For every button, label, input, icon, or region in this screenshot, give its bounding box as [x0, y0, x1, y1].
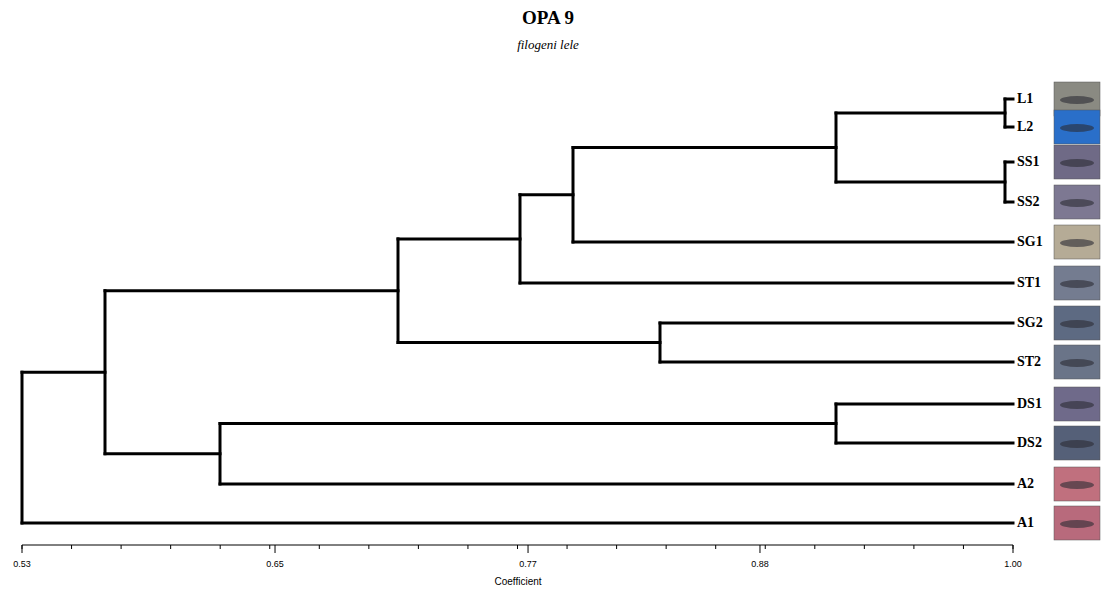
tree-branch — [22, 371, 105, 374]
axis-tick — [567, 545, 568, 549]
tree-branch — [1005, 126, 1013, 129]
fish-shape — [1060, 239, 1094, 247]
axis-tick — [759, 545, 760, 553]
axis-tick — [1013, 545, 1014, 553]
fish-shape — [1060, 401, 1094, 409]
taxon-label: SS2 — [1017, 195, 1040, 209]
axis-tick — [275, 545, 276, 553]
taxon-label: ST2 — [1017, 355, 1041, 369]
specimen-photo — [1054, 110, 1100, 144]
axis-tick — [319, 545, 320, 549]
axis-tick — [528, 545, 529, 553]
axis-tick — [22, 545, 23, 553]
taxon-label: L2 — [1017, 120, 1033, 134]
specimen-photo — [1054, 225, 1100, 259]
tree-branch — [220, 422, 836, 425]
axis-tick — [418, 545, 419, 549]
fish-shape — [1060, 481, 1094, 489]
tree-branch — [573, 241, 1013, 244]
axis-tick — [616, 545, 617, 549]
axis-tick — [170, 545, 171, 549]
taxon-label: SS1 — [1017, 155, 1040, 169]
tree-branch — [398, 237, 520, 240]
taxon-label: A2 — [1017, 477, 1034, 491]
specimen-photo — [1054, 185, 1100, 219]
specimen-photo — [1054, 387, 1100, 421]
tree-branch — [836, 442, 1013, 445]
axis-tick — [666, 545, 667, 549]
fish-shape — [1060, 320, 1094, 328]
tree-branch — [520, 193, 573, 196]
fish-shape — [1060, 520, 1094, 528]
tree-branch — [1005, 161, 1013, 164]
tree-branch — [105, 289, 398, 292]
axis-tick — [963, 545, 964, 549]
specimen-photo — [1054, 145, 1100, 179]
taxon-label: DS1 — [1017, 397, 1042, 411]
tree-branch — [573, 146, 836, 149]
tick-label: 1.00 — [1004, 560, 1022, 569]
taxon-label: SG2 — [1017, 316, 1043, 330]
axis-tick — [864, 545, 865, 549]
tree-branch — [105, 452, 220, 455]
tree-branch — [220, 483, 1013, 486]
fish-shape — [1060, 159, 1094, 167]
fish-shape — [1060, 124, 1094, 132]
fish-shape — [1060, 359, 1094, 367]
axis-title: Coefficient — [494, 577, 541, 587]
axis-tick — [517, 545, 518, 549]
tree-branch — [1005, 201, 1013, 204]
tree-branch — [22, 522, 1013, 525]
axis-tick — [71, 545, 72, 549]
taxon-label: A1 — [1017, 516, 1034, 530]
tree-branch — [836, 181, 1005, 184]
subtitle: filogeni lele — [517, 38, 579, 51]
specimen-photo — [1054, 506, 1100, 540]
fish-shape — [1060, 199, 1094, 207]
specimen-photo — [1054, 306, 1100, 340]
axis-tick — [121, 545, 122, 549]
axis-tick — [913, 545, 914, 549]
fish-shape — [1060, 280, 1094, 288]
tick-label: 0.77 — [519, 560, 537, 569]
tree-branch — [21, 372, 24, 523]
axis-tick — [467, 545, 468, 549]
axis-tick — [765, 545, 766, 549]
taxon-label: DS2 — [1017, 436, 1042, 450]
taxon-label: L1 — [1017, 92, 1033, 106]
tick-label: 0.53 — [13, 560, 31, 569]
specimen-photo — [1054, 266, 1100, 300]
chart-title: OPA 9 — [522, 8, 574, 27]
tree-branch — [836, 112, 1005, 115]
taxon-label: ST1 — [1017, 276, 1041, 290]
tick-label: 0.88 — [751, 560, 769, 569]
fish-shape — [1060, 440, 1094, 448]
axis-tick — [715, 545, 716, 549]
tick-label: 0.65 — [266, 560, 284, 569]
axis-tick — [368, 545, 369, 549]
tree-branch — [520, 282, 1013, 285]
axis-tick — [220, 545, 221, 549]
tree-branch — [836, 403, 1013, 406]
tree-branch — [660, 361, 1013, 364]
specimen-photo — [1054, 467, 1100, 501]
tree-branch — [1005, 98, 1013, 101]
taxon-label: SG1 — [1017, 235, 1043, 249]
tree-branch — [660, 322, 1013, 325]
specimen-photo — [1054, 426, 1100, 460]
fish-shape — [1060, 96, 1094, 104]
axis-tick — [814, 545, 815, 549]
specimen-photo — [1054, 345, 1100, 379]
tree-branch — [398, 341, 660, 344]
axis-tick — [269, 545, 270, 549]
